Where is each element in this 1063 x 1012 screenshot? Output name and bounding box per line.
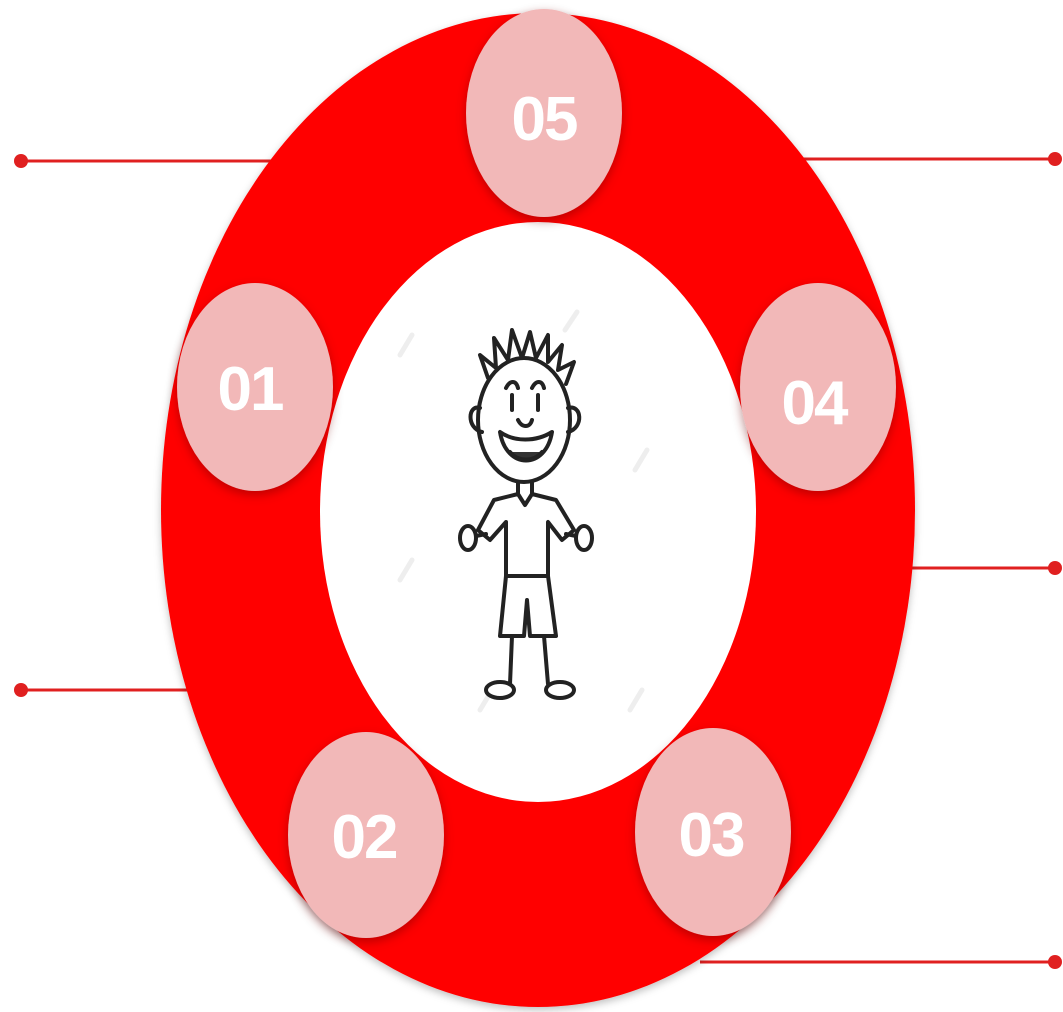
- node-02: 02: [288, 732, 444, 938]
- connector-left-bottom: [14, 683, 195, 697]
- connector-left-top: [14, 154, 275, 168]
- node-01-label: 01: [218, 355, 283, 424]
- node-04-label: 04: [782, 369, 849, 438]
- node-01: 01: [177, 283, 333, 491]
- node-03: 03: [635, 728, 791, 936]
- connector-dot: [14, 154, 28, 168]
- connector-right-middle: [905, 561, 1062, 575]
- node-03-label: 03: [679, 801, 744, 870]
- connector-dot: [1048, 955, 1062, 969]
- node-05-label: 05: [512, 85, 577, 154]
- connector-dot: [1048, 561, 1062, 575]
- node-04: 04: [740, 283, 896, 491]
- node-02-label: 02: [332, 803, 397, 872]
- connector-right-bottom: [700, 955, 1062, 969]
- connector-dot: [14, 683, 28, 697]
- connector-right-top: [800, 152, 1062, 166]
- node-05: 05: [466, 9, 622, 217]
- connector-dot: [1048, 152, 1062, 166]
